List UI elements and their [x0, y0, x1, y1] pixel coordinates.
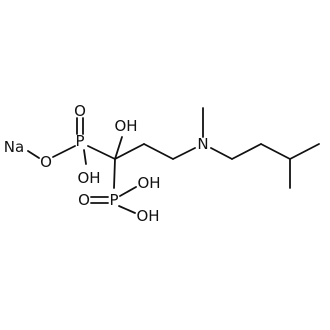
bond-c-oh	[114, 136, 123, 160]
atom-p2-oh-bottom: OH	[136, 207, 159, 225]
atom-p2: P	[109, 191, 118, 209]
bonds	[27, 107, 320, 214]
bond-p1-c	[87, 145, 116, 160]
atom-p1: P	[75, 132, 84, 150]
bond-p2-oh-bottom	[118, 205, 136, 214]
atom-p2-oh-top: OH	[137, 174, 160, 192]
bond-c3-c4	[289, 143, 320, 160]
bond-ch2b-n	[172, 147, 196, 160]
bond-p1-oh	[83, 149, 87, 165]
atom-c-oh: OH	[114, 117, 137, 135]
bond-c-ch2a	[114, 143, 145, 160]
bond-c1-c2	[231, 143, 262, 160]
atom-p1-oh: OH	[77, 169, 100, 187]
bond-n-c1	[210, 147, 233, 160]
bond-p2-oh-top	[119, 186, 137, 197]
bond-o-p1	[52, 145, 76, 158]
bond-c-p2	[113, 158, 116, 189]
atom-na: Na	[4, 138, 24, 156]
atom-p2-oxo: O	[78, 191, 90, 209]
atom-o-ester: O	[40, 153, 52, 171]
bond-ch2a-ch2b	[143, 143, 174, 160]
atom-n: N	[197, 135, 208, 153]
bond-c2-c3	[260, 143, 291, 160]
atom-labels: Na O P O OH OH P O OH OH N	[4, 102, 209, 225]
atom-p1-oxo: O	[74, 102, 86, 120]
bond-na-o	[27, 150, 40, 159]
